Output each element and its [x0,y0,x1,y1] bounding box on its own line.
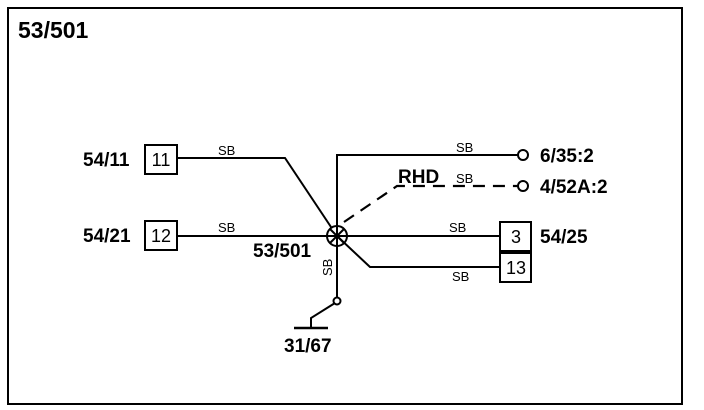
connector-54-25[interactable]: 3 13 54/25 [499,221,588,283]
connector-pin-number: 12 [151,226,171,246]
wire-color-label: SB [218,143,235,158]
connector-pin-number: 3 [511,227,521,247]
ground-31-67[interactable]: 31/67 [284,296,342,358]
connector-name: 54/21 [83,226,131,247]
terminal-point [517,180,529,192]
wire-6-35-2 [336,154,523,226]
ground-switch-point [332,296,342,306]
terminal-6-35-2[interactable]: 6/35:2 [517,146,594,167]
diagram-title: 53/501 [18,17,89,43]
terminal-4-52a-2[interactable]: 4/52A:2 [517,177,608,198]
wire-color-label: SB [452,269,469,284]
terminal-name: 6/35:2 [540,146,594,167]
connector-pin-number: 11 [152,150,171,170]
connector-pin-box [499,221,532,252]
wire-54-25-pin-13 [336,235,500,268]
wire-color-label: SB [449,220,466,235]
connector-pin-box [144,144,178,175]
terminal-name: 4/52A:2 [540,177,608,198]
wire-color-label: SB [456,171,473,186]
wire-color-label: SB [456,140,473,155]
connector-name: 54/11 [83,150,130,171]
connector-54-11[interactable]: 54/11 11 [83,144,178,175]
wire-color-label: SB [320,259,335,276]
ground-label: 31/67 [284,336,332,357]
connector-54-21[interactable]: 54/21 12 [83,220,178,251]
wire-4-52a-2-rhd [343,184,523,223]
wire-color-label: SB [218,220,235,235]
connector-pin-box [499,252,532,283]
splice-label: 53/501 [253,241,312,262]
rhd-variant-label: RHD [398,167,439,188]
ground-symbol [310,302,336,328]
connector-pin-box [144,220,178,251]
connector-name: 54/25 [540,227,588,248]
diagram-border [7,7,683,405]
terminal-point [517,149,529,161]
connector-pin-number: 13 [506,258,526,278]
wire-54-11 [177,157,338,237]
